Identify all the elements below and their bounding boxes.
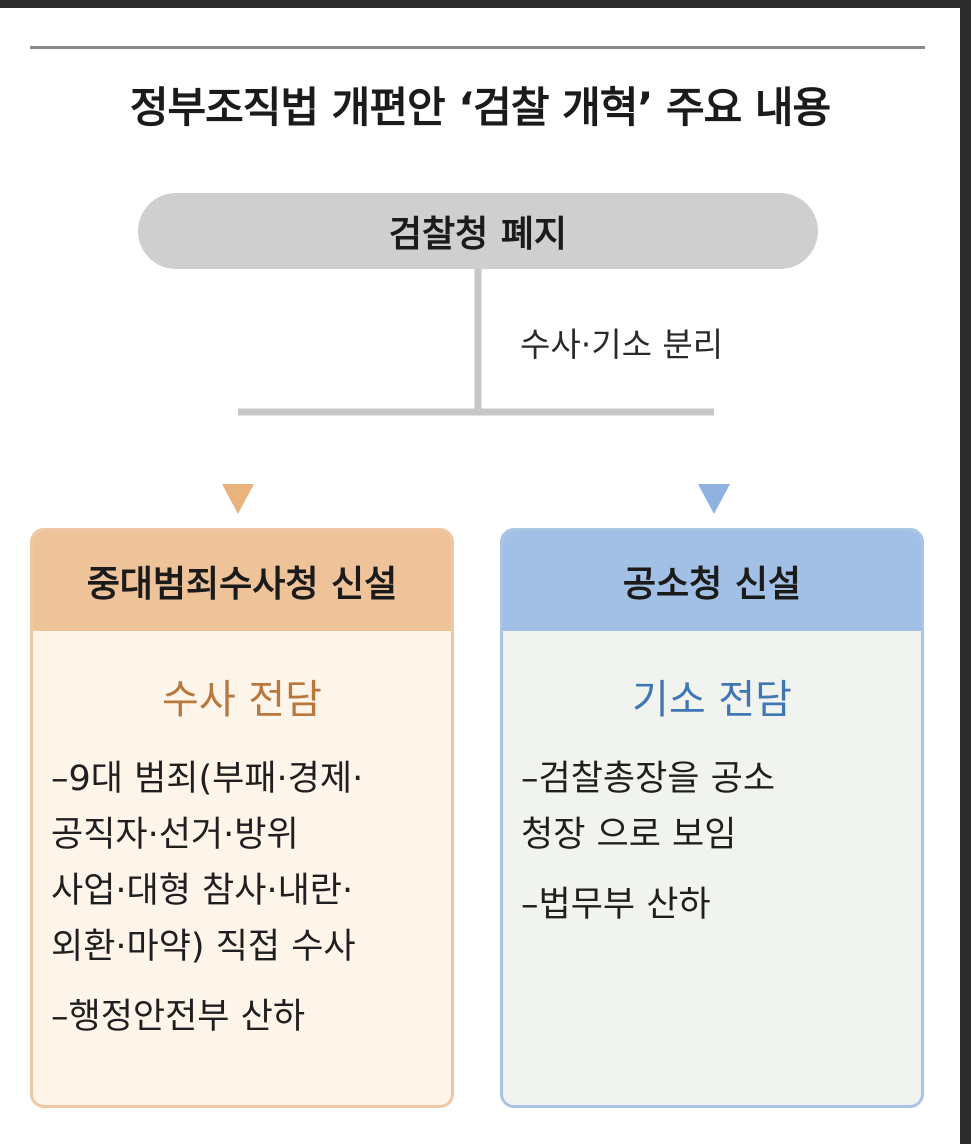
node-serious-crimes-agency-subtitle: 수사 전담 [162, 677, 322, 723]
node-serious-crimes-agency-list: –9대 범죄(부패·경제· 공직자·선거·방위 사업·대형 참사·내란· 외환·… [33, 751, 451, 1045]
node-indictment-agency-title: 공소청 신설 [503, 531, 921, 631]
list-item: –검찰총장을 공소 청장 으로 보임 [521, 759, 776, 855]
node-indictment-agency: 공소청 신설 기소 전담 –검찰총장을 공소 청장 으로 보임 –법무부 산하 [500, 528, 924, 1108]
node-serious-crimes-agency-title: 중대범죄수사청 신설 [33, 531, 451, 631]
list-item: –법무부 산하 [521, 885, 711, 925]
root-node-label: 검찰청 폐지 [388, 214, 568, 255]
arrow-down-right-icon [698, 484, 730, 514]
node-indictment-agency-list: –검찰총장을 공소 청장 으로 보임 –법무부 산하 [503, 751, 921, 933]
list-item: –행정안전부 산하 [51, 997, 306, 1037]
node-serious-crimes-agency: 중대범죄수사청 신설 수사 전담 –9대 범죄(부패·경제· 공직자·선거·방위… [30, 528, 454, 1108]
node-indictment-agency-subtitle: 기소 전담 [632, 677, 792, 723]
diagram-title: 정부조직법 개편안 ‘검찰 개혁’ 주요 내용 [129, 83, 831, 132]
list-item: –9대 범죄(부패·경제· 공직자·선거·방위 사업·대형 참사·내란· 외환·… [51, 759, 364, 967]
connector-lines [222, 269, 730, 514]
top-divider [30, 46, 925, 49]
edge-label-separation: 수사·기소 분리 [520, 325, 724, 364]
diagram-canvas: 정부조직법 개편안 ‘검찰 개혁’ 주요 내용 검찰청 폐지 수사·기소 분리 … [0, 8, 960, 1144]
root-node-abolish-prosecution: 검찰청 폐지 [138, 193, 818, 269]
arrow-down-left-icon [222, 484, 254, 514]
